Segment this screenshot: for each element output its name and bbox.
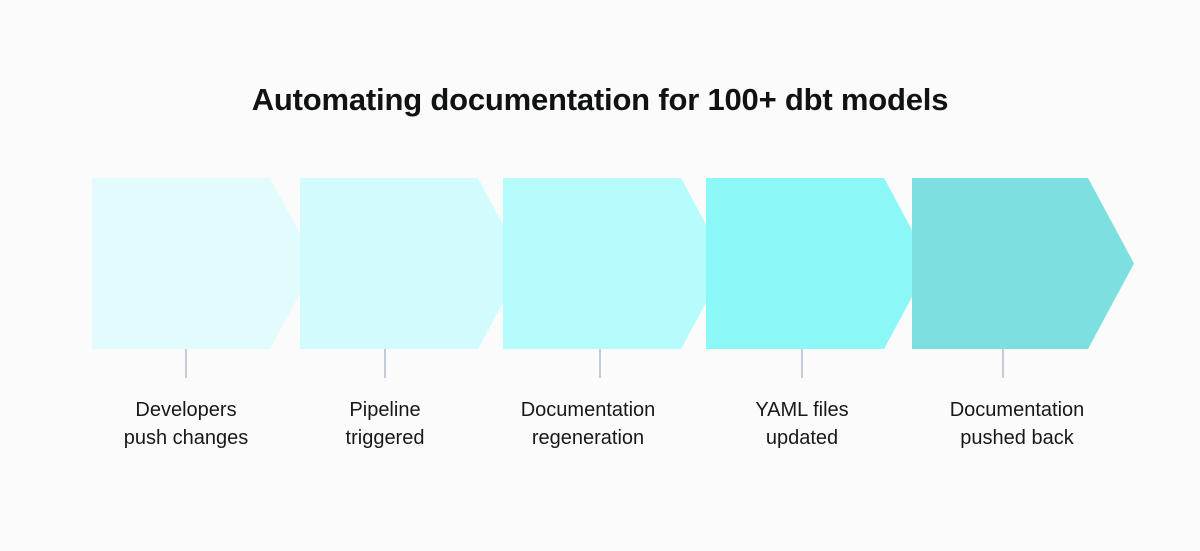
chevron-step-3[interactable] <box>503 178 727 349</box>
chevron-step-1[interactable] <box>92 178 316 349</box>
step-label-3: Documentation regeneration <box>488 396 688 452</box>
step-label-2-line1: Pipeline <box>349 399 421 421</box>
step-label-1-line2: push changes <box>123 427 249 449</box>
connector-stems <box>0 349 1200 379</box>
chevron-step-5[interactable] <box>912 178 1134 349</box>
step-label-2-line2: triggered <box>345 427 425 449</box>
chevron-flow-svg <box>92 178 1134 349</box>
step-label-5-line2: pushed back <box>960 427 1074 449</box>
step-label-4-line2: updated <box>765 427 839 449</box>
step-labels: Developers push changes Pipeline trigger… <box>0 396 1200 466</box>
step-label-4: YAML files updated <box>702 396 902 452</box>
chevron-step-4[interactable] <box>706 178 930 349</box>
step-label-4-line1: YAML files <box>755 399 849 421</box>
page-title: Automating documentation for 100+ dbt mo… <box>251 82 949 117</box>
step-label-5-line1: Documentation <box>949 399 1085 421</box>
connector-stem-4 <box>801 349 803 378</box>
chevron-step-2[interactable] <box>300 178 524 349</box>
step-label-1-line1: Developers <box>135 399 237 421</box>
chevron-flow-band <box>0 178 1200 349</box>
step-label-3-line1: Documentation <box>520 399 656 421</box>
step-label-2: Pipeline triggered <box>285 396 485 452</box>
step-label-1: Developers push changes <box>86 396 286 452</box>
step-label-3-line2: regeneration <box>531 427 645 449</box>
connector-stem-2 <box>384 349 386 378</box>
step-label-5: Documentation pushed back <box>917 396 1117 452</box>
connector-stem-3 <box>599 349 601 378</box>
connector-stem-5 <box>1002 349 1004 378</box>
connector-stem-1 <box>185 349 187 378</box>
